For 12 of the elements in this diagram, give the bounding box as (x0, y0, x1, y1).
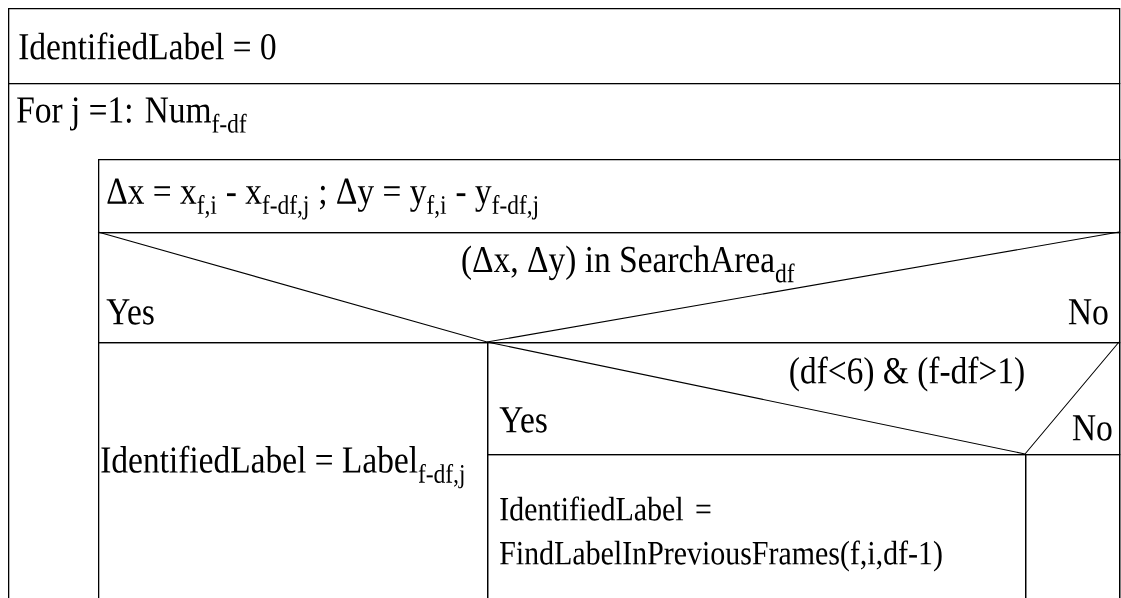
condition-text: (Δx, Δy) in SearchArea$_{df}$ (462, 245, 795, 283)
branch-label: Yes (499, 407, 547, 433)
statement-text: IdentifiedLabel = 0 (19, 32, 276, 60)
branch-label: No (1068, 299, 1108, 325)
statement-text: For j =1: Num$_{f-df}$ (17, 97, 247, 133)
branch-label: Yes (106, 299, 154, 325)
condition-text: (df<6) & (f-df>1) (790, 356, 1024, 392)
empty-box (1025, 454, 1121, 598)
statement-text: Δx = x$_{f,i}$ - x$_{f-df,j}$ ; Δy = y$_{f,i}$ - y$_{f-df,j}$ (107, 178, 538, 220)
statement-text: IdentifiedLabel = FindLabelInPreviousFrames(f,i,df-1) (500, 496, 942, 572)
statement-text: IdentifiedLabel = Label$_{f-df,j}$ (101, 445, 464, 489)
branch-label: No (1072, 415, 1112, 441)
